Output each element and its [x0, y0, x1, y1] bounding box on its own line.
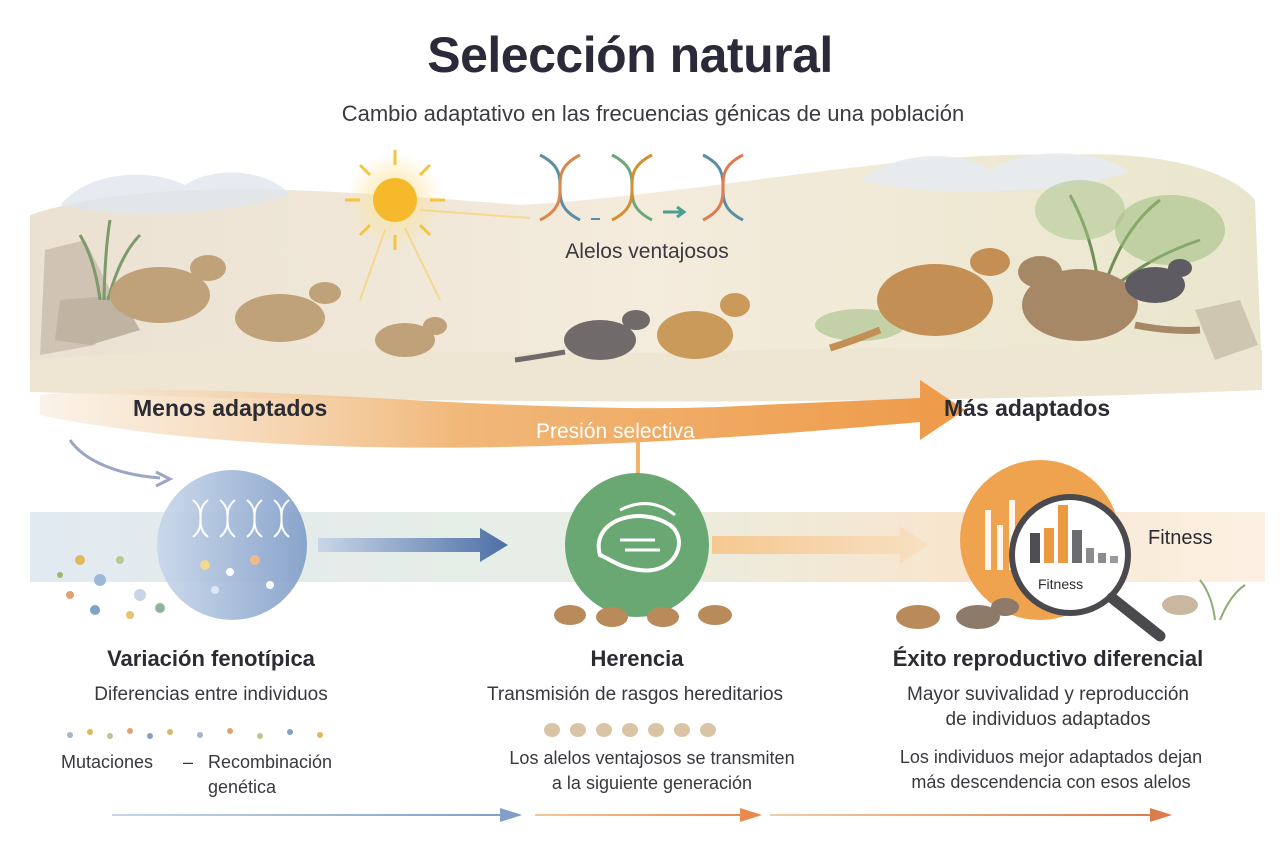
- animal-intermediate: [514, 293, 750, 363]
- bush: [815, 309, 905, 341]
- rock: [1195, 300, 1258, 360]
- offspring-row: [544, 723, 716, 737]
- arrow-to-heredity: [318, 528, 508, 562]
- page-title: Selección natural: [427, 27, 833, 83]
- bush: [1035, 180, 1125, 240]
- fitness-label: Fitness: [1148, 527, 1213, 549]
- dna-arrow: [663, 205, 687, 219]
- reproduction-title: Éxito reproductivo diferencial: [892, 646, 1204, 671]
- bottom-arrow-variation: [112, 808, 522, 822]
- variation-description: Diferencias entre individuos: [94, 684, 328, 705]
- dash-separator: –: [183, 752, 194, 772]
- heredity-description: Transmisión de rasgos hereditarios: [486, 684, 784, 705]
- heredity-title: Herencia: [590, 646, 684, 671]
- variation-dots: [57, 555, 165, 619]
- variation-dots: [67, 728, 323, 739]
- curved-arrow: [68, 439, 161, 480]
- alleles-label: Alelos ventajosos: [565, 240, 729, 263]
- page-subtitle: Cambio adaptativo en las frecuencias gén…: [341, 101, 965, 126]
- dna-icon: [539, 153, 744, 222]
- selection-arrow: [40, 380, 965, 448]
- landscape: [30, 154, 1262, 399]
- offspring-heredity: [554, 605, 732, 627]
- animal-less-adapted: [110, 255, 447, 357]
- fitness-chart-label: Fitness: [1038, 576, 1084, 592]
- ground: [30, 348, 1262, 402]
- plant: [1199, 579, 1246, 621]
- variation-title: Variación fenotípica: [107, 646, 315, 671]
- brain-icon: [565, 473, 709, 617]
- magnifier-icon: [1009, 494, 1166, 642]
- animal-more-adapted: [828, 248, 1201, 352]
- sun-rays: [359, 209, 531, 301]
- reproduction-note: Los individuos mejor adaptados dejan más…: [899, 747, 1203, 792]
- dna-icon: [157, 470, 307, 620]
- offspring-reproduction: [896, 595, 1198, 629]
- heredity-note: Los alelos ventajosos se transmiten a la…: [509, 748, 795, 793]
- more-adapted-label: Más adaptados: [944, 395, 1111, 421]
- recombination-label: Recombinación genética: [208, 752, 333, 797]
- selective-pressure-label: Presión selectiva: [536, 420, 695, 443]
- reproduction-description: Mayor suvivalidad y reproducción de indi…: [907, 684, 1189, 730]
- cloud: [60, 172, 290, 214]
- less-adapted-label: Menos adaptados: [133, 395, 328, 421]
- arrow-to-reproduction: [712, 526, 928, 564]
- sun-icon: [345, 150, 445, 250]
- cloud: [860, 153, 1130, 192]
- bush: [1115, 195, 1225, 265]
- bottom-arrow-heredity: [535, 808, 762, 822]
- bottom-arrow-reproduction: [770, 808, 1172, 822]
- mutations-label: Mutaciones: [61, 752, 154, 772]
